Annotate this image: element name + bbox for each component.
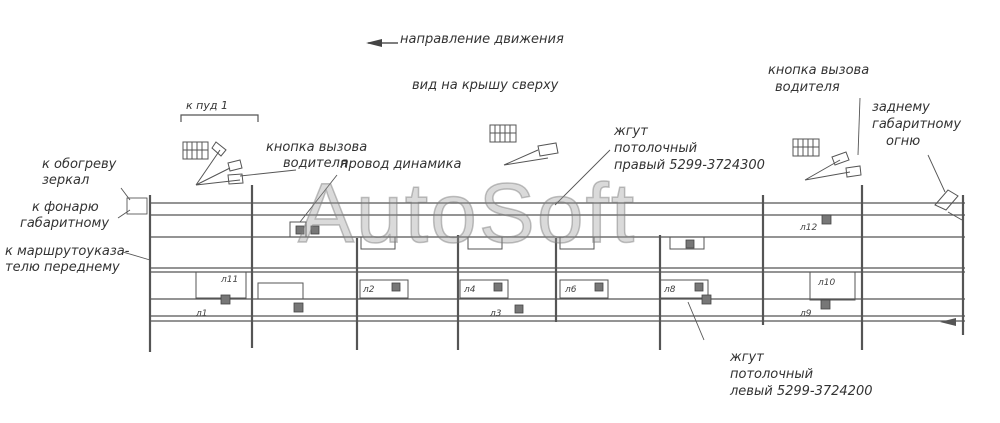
harness-left-line1: жгут xyxy=(730,350,764,365)
connectors xyxy=(126,197,832,314)
pud-label: к пуд 1 xyxy=(186,99,228,112)
lamp-mark-l1: л1 xyxy=(195,309,207,319)
leader-lines xyxy=(117,97,946,341)
lamp-mark-l12: л12 xyxy=(799,223,817,233)
speaker-wire-label: провод динамика xyxy=(340,157,462,172)
rear-lamp-line3: огню xyxy=(886,134,921,149)
harness-left-line2: потолочный xyxy=(730,367,814,382)
route-sign-line2: телю переднему xyxy=(5,260,120,275)
grille-units xyxy=(182,124,820,160)
mirror-heat-line2: зеркал xyxy=(42,173,90,188)
lamp-mark-l6: л6 xyxy=(564,285,577,295)
lamp-mark-l3: л3 xyxy=(489,309,502,319)
pud-bracket xyxy=(180,114,259,122)
lamp-mark-l8: л8 xyxy=(663,285,676,295)
call-button-right-line2: водителя xyxy=(775,80,840,95)
call-button-left-line1: кнопка вызова xyxy=(266,140,368,155)
mirror-heat-line1: к обогреву xyxy=(42,157,117,172)
top-view-label: вид на крышу сверху xyxy=(412,78,559,93)
direction-arrow xyxy=(366,39,398,47)
lamp-mark-l9: л9 xyxy=(799,309,812,319)
route-sign-line1: к маршрутоуказа- xyxy=(5,244,130,259)
lamp-mark-l2: л2 xyxy=(362,285,375,295)
call-button-right-line1: кнопка вызова xyxy=(768,63,870,78)
harness-left-line3: левый 5299-3724200 xyxy=(730,384,873,399)
lamp-mark-l11: л11 xyxy=(220,275,238,285)
rear-lamp-line1: заднему xyxy=(872,100,930,115)
harness-right-line2: потолочный xyxy=(614,141,698,156)
direction-label: направление движения xyxy=(400,32,564,47)
call-button-left-line2: водителя xyxy=(283,156,348,171)
lamp-mark-l10: л10 xyxy=(817,278,835,288)
lamp-mark-l4: л4 xyxy=(463,285,476,295)
harness-right-line1: жгут xyxy=(614,124,648,139)
rear-lamp-line2: габаритному xyxy=(872,117,962,132)
plugs-and-leads xyxy=(195,141,963,326)
roof-frame xyxy=(150,202,965,322)
side-lamp-line1: к фонарю xyxy=(32,200,99,215)
harness-right-line3: правый 5299-3724300 xyxy=(614,158,765,173)
lamp-bays xyxy=(195,221,856,301)
side-lamp-line2: габаритному xyxy=(20,216,110,231)
